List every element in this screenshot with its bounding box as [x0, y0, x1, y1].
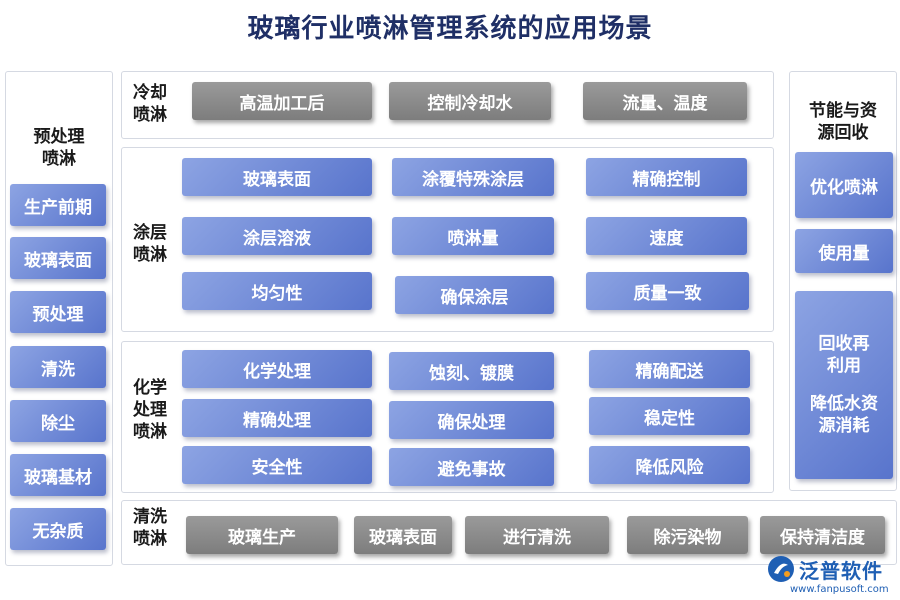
brand-name: 泛普软件 [799, 558, 883, 583]
cleaning-item-1[interactable]: 玻璃表面 [354, 516, 452, 554]
coating-item-3[interactable]: 涂层溶液 [182, 217, 372, 255]
left-item-5[interactable]: 玻璃基材 [10, 454, 106, 496]
chemical-item-3[interactable]: 精确处理 [182, 399, 372, 437]
cooling-item-0[interactable]: 高温加工后 [192, 82, 372, 120]
cleaning-label: 清洗 喷淋 [133, 507, 167, 549]
cleaning-item-3[interactable]: 除污染物 [627, 516, 748, 554]
coating-item-4[interactable]: 喷淋量 [392, 217, 554, 255]
coating-item-2[interactable]: 精确控制 [586, 158, 747, 196]
chemical-item-8[interactable]: 降低风险 [589, 446, 750, 484]
chemical-label: 化学 处理 喷淋 [133, 378, 167, 442]
chemical-item-7[interactable]: 避免事故 [389, 448, 554, 486]
coating-label: 涂层 喷淋 [133, 223, 167, 265]
left-item-2[interactable]: 预处理 [10, 291, 106, 333]
cooling-item-2[interactable]: 流量、温度 [583, 82, 747, 120]
coating-item-5[interactable]: 速度 [586, 217, 747, 255]
coating-item-0[interactable]: 玻璃表面 [182, 158, 372, 196]
right-big-box-line1: 回收再 利用 [818, 334, 870, 376]
right-big-box[interactable]: 回收再 利用 降低水资 源消耗 [795, 291, 893, 479]
chemical-item-4[interactable]: 确保处理 [389, 401, 554, 439]
left-item-1[interactable]: 玻璃表面 [10, 237, 106, 279]
left-item-6[interactable]: 无杂质 [10, 508, 106, 550]
chemical-item-6[interactable]: 安全性 [182, 446, 372, 484]
page-title: 玻璃行业喷淋管理系统的应用场景 [247, 14, 653, 44]
right-panel-title: 节能与资 源回收 [809, 101, 877, 143]
chemical-item-2[interactable]: 精确配送 [589, 350, 750, 388]
right-big-box-line2: 降低水资 源消耗 [810, 394, 878, 436]
coating-item-1[interactable]: 涂覆特殊涂层 [392, 158, 554, 196]
cleaning-item-2[interactable]: 进行清洗 [465, 516, 609, 554]
chemical-item-5[interactable]: 稳定性 [589, 397, 750, 435]
cleaning-item-4[interactable]: 保持清洁度 [760, 516, 885, 554]
left-panel-title: 预处理 喷淋 [33, 127, 85, 169]
fanpu-logo-icon [768, 556, 794, 582]
cooling-item-1[interactable]: 控制冷却水 [389, 82, 551, 120]
cooling-label: 冷却 喷淋 [133, 83, 167, 125]
left-item-4[interactable]: 除尘 [10, 400, 106, 442]
left-item-0[interactable]: 生产前期 [10, 184, 106, 226]
coating-item-8[interactable]: 质量一致 [586, 272, 749, 310]
brand-url: www.fanpusoft.com [790, 584, 889, 595]
right-item-1[interactable]: 使用量 [795, 229, 893, 273]
left-item-3[interactable]: 清洗 [10, 346, 106, 388]
chemical-item-1[interactable]: 蚀刻、镀膜 [389, 352, 554, 390]
cleaning-item-0[interactable]: 玻璃生产 [186, 516, 338, 554]
coating-item-7[interactable]: 确保涂层 [395, 276, 554, 314]
right-item-0[interactable]: 优化喷淋 [795, 152, 893, 218]
brand-logo: 泛普软件 [766, 554, 883, 584]
coating-item-6[interactable]: 均匀性 [182, 272, 372, 310]
chemical-item-0[interactable]: 化学处理 [182, 350, 372, 388]
